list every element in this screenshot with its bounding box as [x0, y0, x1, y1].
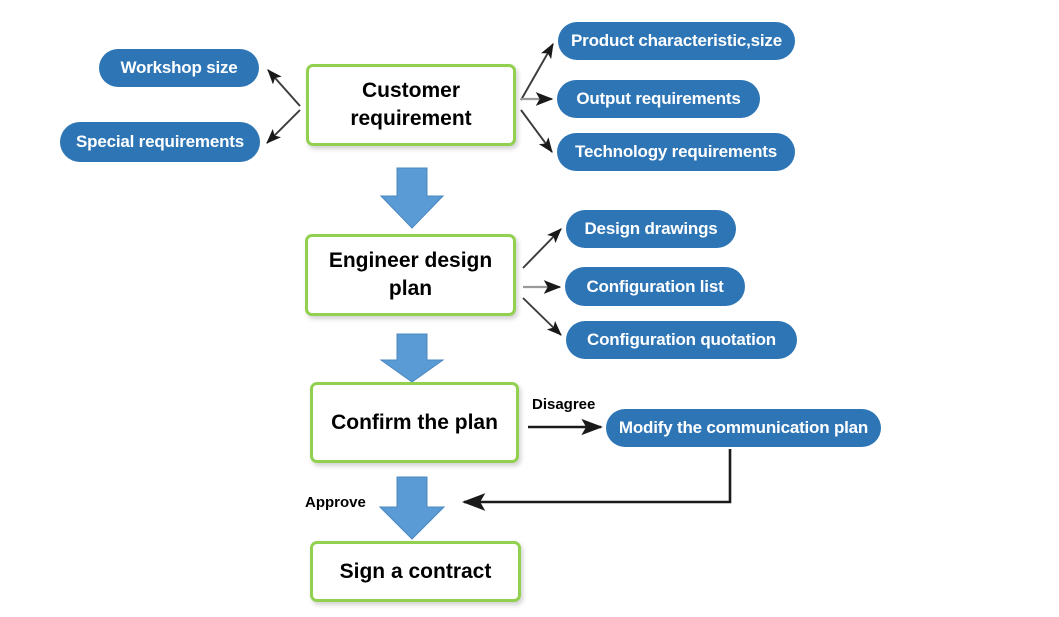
pill-label: Modify the communication plan [618, 418, 869, 437]
edge-label-approve: Approve [305, 494, 366, 511]
pill-product-characteristic-size[interactable]: Product characteristic,size [558, 22, 795, 60]
pill-special-requirements[interactable]: Special requirements [60, 122, 260, 162]
block-arrow-confirm-to-sign [378, 476, 446, 540]
pill-configuration-list[interactable]: Configuration list [565, 267, 745, 306]
process-box-label: Engineer design plan [328, 249, 493, 300]
process-box-sign-a-contract[interactable]: Sign a contract [310, 541, 521, 602]
process-box-label: Customer requirement [350, 79, 472, 130]
pill-workshop-size[interactable]: Workshop size [99, 49, 259, 87]
process-box-label: Sign a contract [339, 559, 492, 583]
pill-modify-the-communication-plan[interactable]: Modify the communication plan [606, 409, 881, 447]
process-box-label: Confirm the plan [331, 410, 498, 434]
pill-label: Product characteristic,size [571, 31, 782, 50]
block-arrow-customer-to-engineer [379, 167, 445, 229]
pill-label: Configuration quotation [587, 330, 776, 349]
block-arrow-engineer-to-confirm [379, 333, 445, 383]
arrow-customer-to-special-requirements [266, 109, 301, 144]
arrow-customer-to-technology-requirements [520, 109, 553, 153]
pill-configuration-quotation[interactable]: Configuration quotation [566, 321, 797, 359]
arrow-customer-to-product-characteristic [520, 43, 554, 101]
process-box-engineer-design-plan[interactable]: Engineer design plan [305, 234, 516, 316]
arrow-engineer-to-configuration-quotation [522, 297, 562, 336]
arrow-customer-to-workshop-size [267, 69, 301, 107]
pill-label: Workshop size [120, 58, 238, 77]
pill-label: Output requirements [576, 89, 741, 108]
pill-design-drawings[interactable]: Design drawings [566, 210, 736, 248]
pill-output-requirements[interactable]: Output requirements [557, 80, 760, 118]
pill-label: Design drawings [584, 219, 718, 238]
edge-label-disagree: Disagree [532, 396, 596, 413]
process-box-confirm-the-plan[interactable]: Confirm the plan [310, 382, 519, 463]
pill-label: Special requirements [76, 132, 244, 151]
pill-label: Technology requirements [575, 142, 777, 161]
pill-technology-requirements[interactable]: Technology requirements [557, 133, 795, 171]
process-box-customer-requirement[interactable]: Customer requirement [306, 64, 516, 146]
pill-label: Configuration list [586, 276, 724, 296]
arrow-engineer-to-design-drawings [522, 228, 562, 269]
